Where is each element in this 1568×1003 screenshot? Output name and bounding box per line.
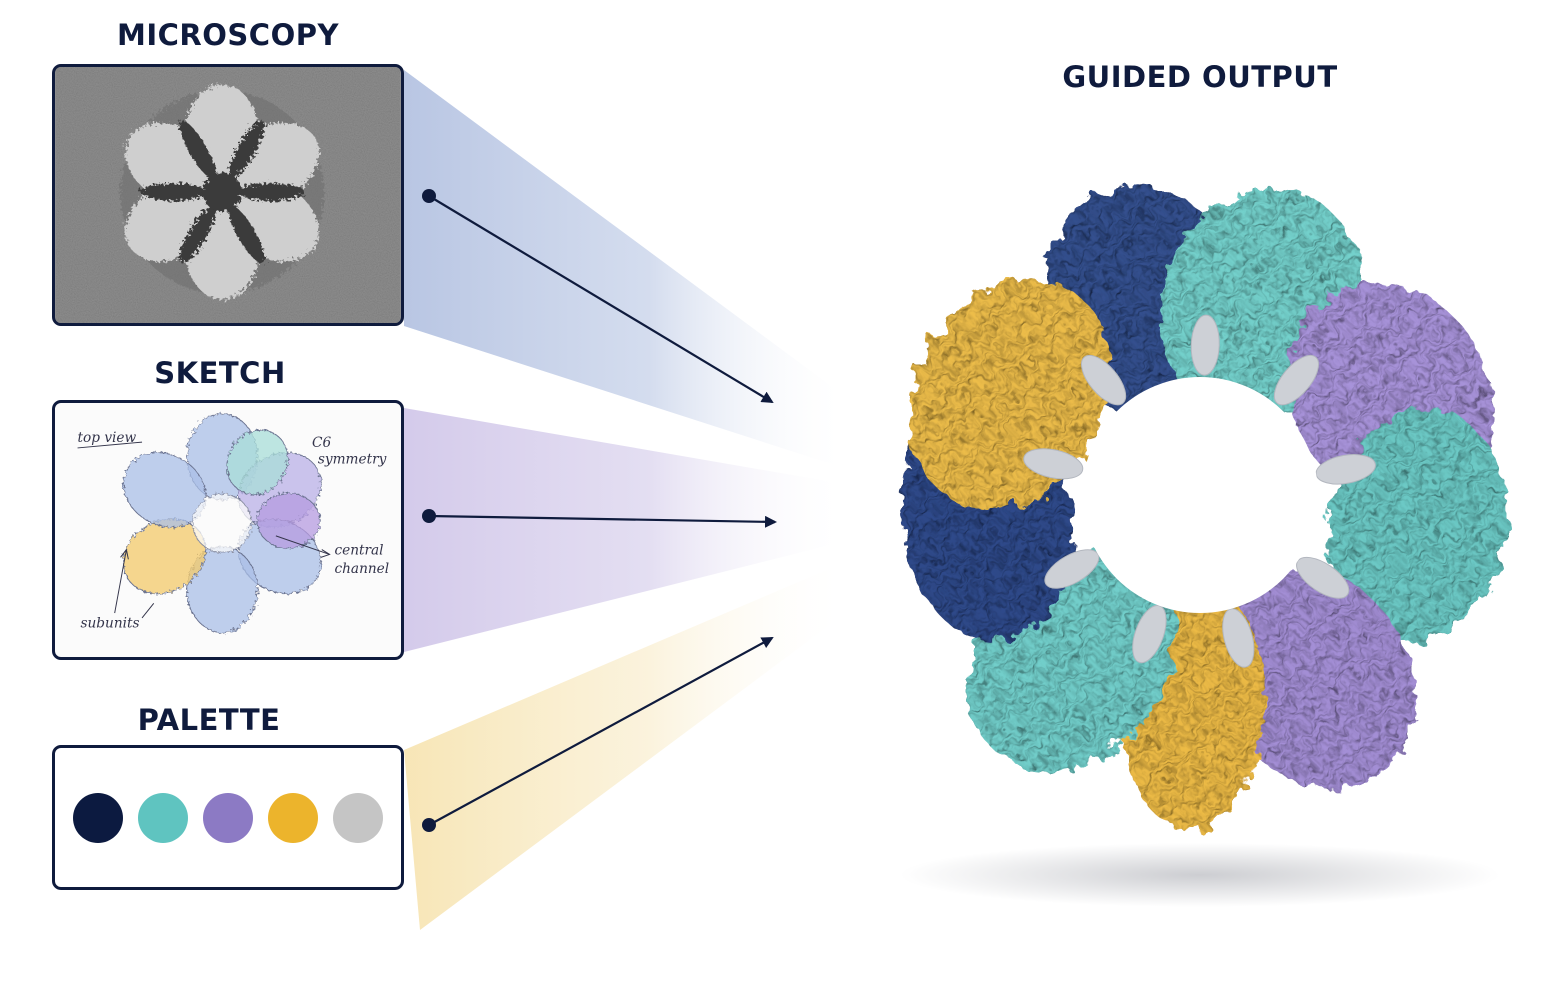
arrow-palette [422, 637, 774, 832]
flow-beam-sketch [404, 408, 850, 652]
sketch-panel: top view C6 symmetry central channel sub… [52, 400, 404, 660]
microscopy-panel [52, 64, 404, 326]
palette-swatch-2 [138, 792, 188, 843]
output-title: GUIDED OUTPUT [1062, 60, 1338, 94]
palette-panel [52, 745, 404, 890]
sketch-title: SKETCH [154, 356, 286, 390]
palette-swatch-3 [203, 792, 253, 843]
microscopy-title: MICROSCOPY [117, 18, 339, 52]
palette-swatches [73, 748, 383, 887]
flow-beam-palette [404, 560, 850, 930]
micrograph-image [56, 67, 400, 323]
sketch-note-subunits: subunits [80, 616, 139, 632]
sketch-note-top-view: top view [78, 430, 137, 446]
palette-swatch-1 [73, 792, 123, 843]
arrow-sketch [422, 509, 777, 528]
palette-swatch-4 [268, 792, 318, 843]
sketch-drawing: top view C6 symmetry central channel sub… [77, 413, 389, 634]
arrow-microscopy [422, 189, 774, 404]
sketch-note-symmetry: symmetry [318, 452, 387, 468]
sketch-note-central: central [334, 542, 383, 558]
palette-title: PALETTE [137, 703, 281, 737]
sketch-note-c6: C6 [312, 435, 331, 451]
sketch-note-channel: channel [334, 561, 389, 577]
flow-beam-microscopy [404, 70, 850, 470]
palette-swatch-5 [333, 792, 383, 843]
output-protein-image [900, 186, 1507, 830]
